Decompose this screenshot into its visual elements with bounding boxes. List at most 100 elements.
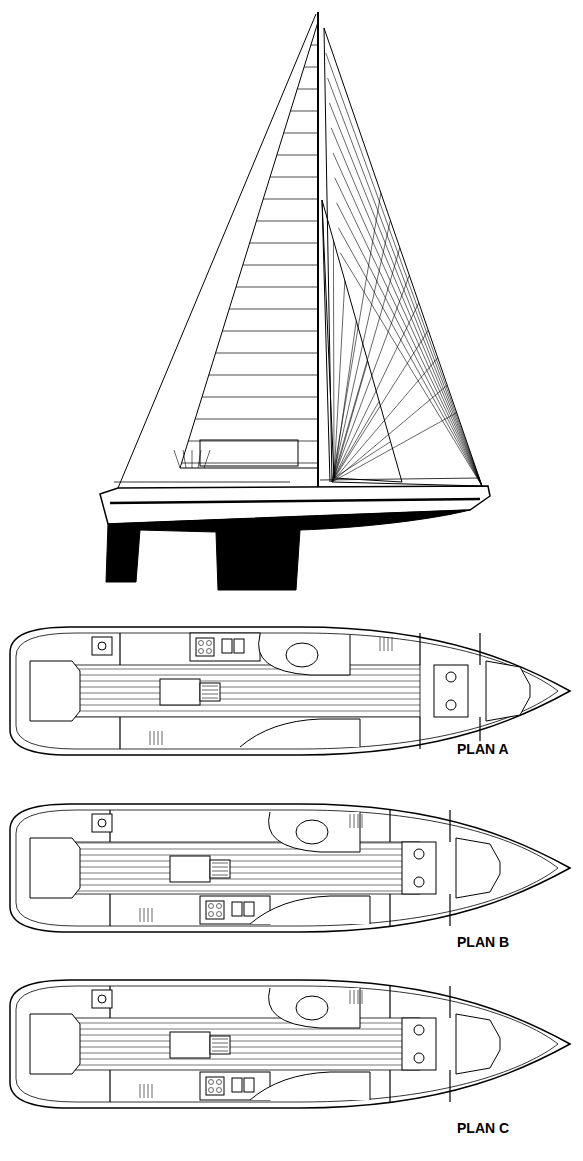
toilet <box>98 995 106 1003</box>
burner <box>217 1080 222 1085</box>
aft-head <box>92 990 112 1008</box>
step <box>202 690 218 691</box>
sail-seam <box>204 450 210 468</box>
bulkhead <box>389 894 390 926</box>
locker-slat <box>354 990 355 1004</box>
sail-seam <box>229 309 318 310</box>
plan-label: PLAN C <box>455 1120 511 1136</box>
sail-seam <box>202 397 318 398</box>
sail-seam <box>326 53 482 486</box>
sink <box>222 639 232 653</box>
companionway <box>210 860 230 878</box>
bulkhead <box>119 633 120 665</box>
sail-seam <box>332 303 419 482</box>
bulkhead <box>119 717 120 749</box>
sail-seam <box>331 128 482 486</box>
locker-slat <box>148 1084 149 1098</box>
sail-seam <box>270 177 318 178</box>
stove <box>206 901 224 919</box>
settee <box>250 896 370 924</box>
step <box>212 1051 228 1052</box>
locker-slat <box>148 908 149 922</box>
stove <box>206 1077 224 1095</box>
sail-seam <box>332 193 381 482</box>
head <box>402 1018 436 1070</box>
burner <box>209 912 214 917</box>
toilet <box>414 1025 424 1035</box>
sail-seam <box>256 221 318 222</box>
bulkhead <box>109 894 110 926</box>
locker-slat <box>380 637 381 651</box>
underbody <box>106 510 470 590</box>
burner <box>209 904 214 909</box>
sail-seam <box>263 199 318 200</box>
stove <box>196 638 214 656</box>
bulkhead <box>479 633 480 665</box>
bulkhead <box>109 1070 110 1102</box>
sail-seam <box>284 133 318 134</box>
berth <box>456 1014 500 1074</box>
step <box>212 1043 228 1044</box>
sail-seam <box>332 248 400 482</box>
step <box>202 686 218 687</box>
step <box>212 863 228 864</box>
sail-seam <box>332 385 447 482</box>
sail-seam <box>332 358 438 482</box>
hull-inner <box>16 986 558 1102</box>
sheer-stripe <box>110 499 480 503</box>
sail-seam <box>311 45 318 46</box>
locker-slat <box>152 1084 153 1098</box>
bulkhead <box>389 810 390 842</box>
locker-slat <box>140 908 141 922</box>
layout-plans <box>10 627 570 1108</box>
sail-seam <box>183 450 186 468</box>
sail-seam <box>236 287 318 288</box>
cabin-sole <box>60 842 420 894</box>
locker-slat <box>362 990 363 1004</box>
sail-seam <box>290 111 318 112</box>
aft-head <box>92 814 112 832</box>
locker-slat <box>350 814 351 828</box>
sail-seam <box>174 450 180 468</box>
locker-slat <box>350 990 351 1004</box>
bulkhead <box>449 894 450 926</box>
hull-inner <box>16 810 558 926</box>
locker-slat <box>150 731 151 745</box>
settee <box>259 635 350 675</box>
sail-seam <box>297 89 318 90</box>
backstay <box>118 14 316 488</box>
plan-label: PLAN B <box>455 934 511 950</box>
sail-seam <box>216 353 318 354</box>
bulkhead <box>419 717 420 749</box>
forestay <box>322 200 330 482</box>
burner <box>217 904 222 909</box>
burner <box>217 912 222 917</box>
sail-seam <box>328 78 482 486</box>
sail-plan <box>100 12 490 590</box>
bulkhead <box>449 986 450 1018</box>
toilet <box>414 849 424 859</box>
genoa <box>324 28 482 486</box>
sail-seam <box>195 419 318 420</box>
berth <box>30 838 80 898</box>
burner <box>207 649 212 654</box>
settee <box>269 812 360 852</box>
locker-slat <box>144 1084 145 1098</box>
hull-outline <box>10 980 570 1108</box>
companionway <box>210 1036 230 1054</box>
cabin-sole <box>60 665 420 717</box>
burner <box>217 1088 222 1093</box>
berth <box>456 838 500 898</box>
sail-seam <box>188 441 318 442</box>
head <box>402 842 436 894</box>
sail-seam <box>334 361 368 478</box>
engine-box <box>170 1032 210 1058</box>
sink <box>234 639 244 653</box>
lifelines <box>114 478 480 482</box>
locker-slat <box>162 731 163 745</box>
burner <box>199 649 204 654</box>
sail-seam <box>222 331 318 332</box>
locker-slat <box>154 731 155 745</box>
engine-box <box>160 679 200 705</box>
